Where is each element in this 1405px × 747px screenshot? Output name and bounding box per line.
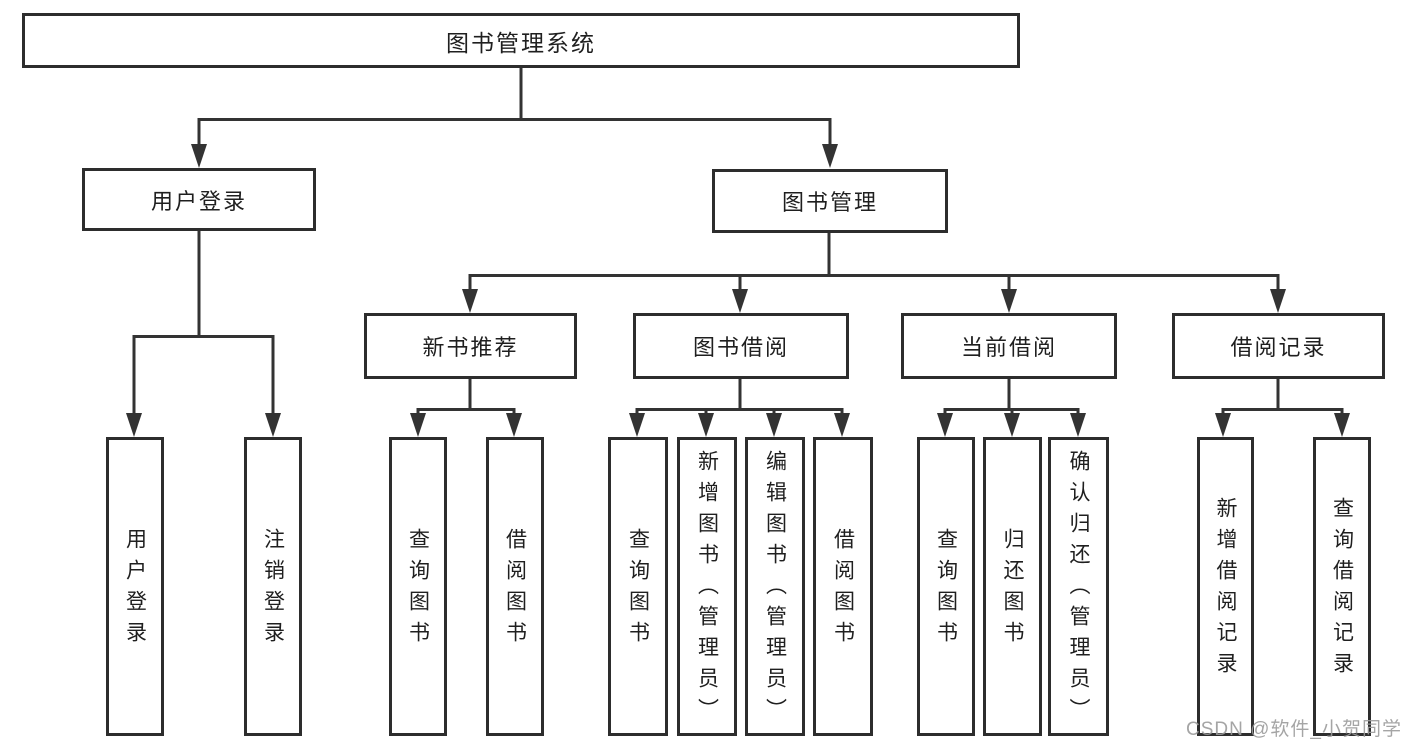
leaf-logout: 注销登录 (244, 437, 302, 736)
leaf-user-login: 用户登录 (106, 437, 164, 736)
node-root-system: 图书管理系统 (22, 13, 1020, 68)
connector-root-to-level2 (197, 68, 832, 148)
node-new-book-recommend: 新书推荐 (364, 313, 577, 379)
leaf-records-query-record: 查询借阅记录 (1313, 437, 1371, 736)
leaf-current-query-book: 查询图书 (917, 437, 975, 736)
leaf-borrow-query-book: 查询图书 (608, 437, 668, 736)
connector-user-login-to-children (132, 231, 275, 417)
leaf-borrow-edit-book-admin: 编辑图书（管理员） (745, 437, 805, 736)
node-current-borrowing: 当前借阅 (901, 313, 1117, 379)
node-book-borrowing: 图书借阅 (633, 313, 849, 379)
leaf-rec-borrow-book: 借阅图书 (486, 437, 544, 736)
node-user-login: 用户登录 (82, 168, 316, 231)
leaf-current-confirm-return-admin: 确认归还（管理员） (1048, 437, 1109, 736)
csdn-watermark: CSDN @软件_小贺同学 (1186, 719, 1402, 740)
connector-new-rec-to-children (416, 379, 516, 419)
connector-book-borrow-to-children (635, 379, 844, 419)
connector-cur-borrow-to-children (943, 379, 1080, 419)
leaf-rec-query-book: 查询图书 (389, 437, 447, 736)
connector-book-mgmt-to-children (468, 233, 1280, 293)
node-borrow-records: 借阅记录 (1172, 313, 1385, 379)
connector-records-to-children (1221, 379, 1344, 419)
leaf-borrow-borrow-book: 借阅图书 (813, 437, 873, 736)
leaf-current-return-book: 归还图书 (983, 437, 1042, 736)
node-book-management: 图书管理 (712, 169, 948, 233)
leaf-borrow-add-book-admin: 新增图书（管理员） (677, 437, 737, 736)
leaf-records-add-record: 新增借阅记录 (1197, 437, 1254, 736)
